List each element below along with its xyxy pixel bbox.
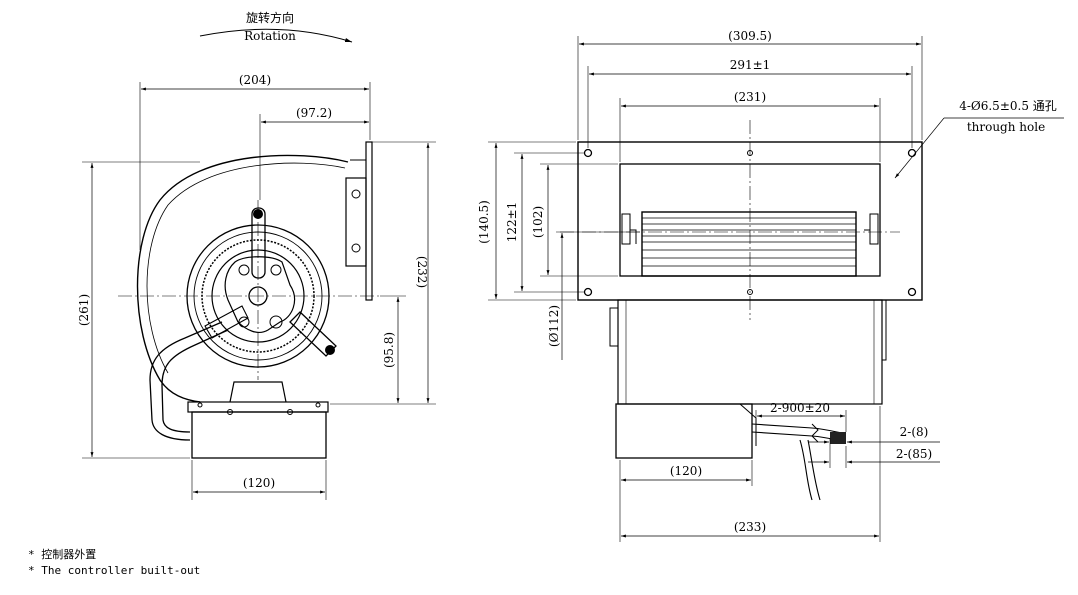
base-plate [187, 401, 329, 413]
rotation-label-en: Rotation [244, 29, 296, 43]
dim-side-height-95: (95.8) [382, 332, 396, 368]
dim-front-box-120: (120) [670, 464, 702, 478]
dim-side-width-204: (204) [239, 73, 271, 87]
front-controller-box [615, 403, 753, 459]
dim-front-width-309: (309.5) [728, 29, 772, 43]
controller-box [191, 411, 327, 459]
dim-cable-length: 2-900±20 [770, 401, 830, 415]
mounting-flange [345, 177, 367, 267]
scroll-housing-outline [136, 154, 349, 403]
note-zh: * 控制器外置 [28, 548, 97, 561]
front-view: (309.5) 291±1 (231) 4-Ø6.5±0.5 通孔 throug… [477, 29, 1064, 542]
note-en: * The controller built-out [28, 564, 201, 577]
rotation-indicator: 旋转方向 Rotation [199, 10, 353, 43]
hole-spec-label: 4-Ø6.5±0.5 通孔 [959, 99, 1057, 113]
dim-front-height-122: 122±1 [505, 202, 519, 243]
dim-cable-85: 2-(85) [896, 447, 932, 461]
dim-front-width-231: (231) [734, 90, 766, 104]
rotation-label-zh: 旋转方向 [246, 10, 294, 25]
dim-side-height-232: (232) [415, 256, 429, 288]
dim-front-width-233: (233) [734, 520, 766, 534]
dim-cable-8: 2-(8) [900, 425, 929, 439]
dim-front-height-140: (140.5) [477, 200, 491, 244]
dim-side-height-261: (261) [77, 294, 91, 326]
side-view: (204) (97.2) (261) (232) (95.8) (120) [77, 73, 436, 500]
dim-front-height-102: (102) [531, 206, 545, 238]
dim-side-offset-97: (97.2) [296, 106, 332, 120]
dim-side-box-120: (120) [243, 476, 275, 490]
dim-front-width-291: 291±1 [730, 58, 771, 72]
dim-front-dia-112: (Ø112) [547, 305, 561, 347]
impeller [641, 211, 857, 277]
hole-spec-en-label: through hole [967, 120, 1045, 134]
housing-body [617, 299, 883, 405]
